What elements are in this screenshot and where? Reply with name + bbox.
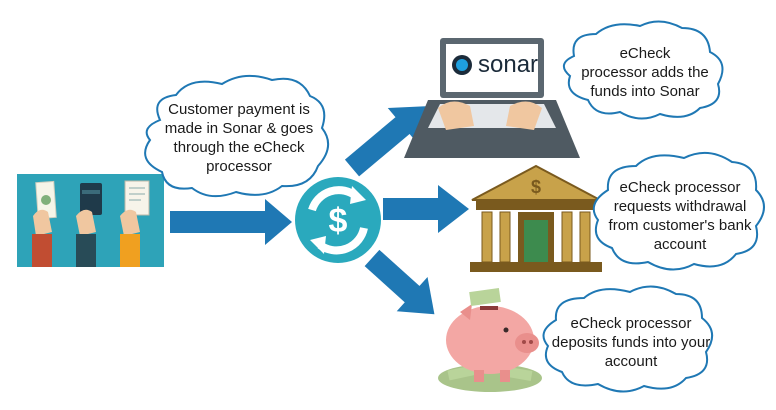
text-line: account — [604, 353, 658, 370]
arrow-to-processor — [170, 199, 292, 245]
sonar-funds-cloud — [563, 20, 724, 120]
arrow-to-bank — [383, 185, 469, 233]
text-line: requests withdrawal — [613, 198, 747, 215]
text-line: processor — [206, 158, 272, 175]
deposit-cloud — [542, 285, 713, 393]
text-line: eCheck — [619, 45, 671, 62]
customer-payment-cloud — [144, 74, 329, 198]
text-line: processor adds the — [581, 64, 709, 81]
text-line: through the eCheck — [173, 139, 305, 156]
bank-withdrawal-text: eCheck processor requests withdrawal fro… — [600, 178, 760, 254]
bank-icon — [470, 164, 602, 272]
deposit-text: eCheck processor deposits funds into you… — [544, 314, 718, 371]
text-line: Customer payment is — [168, 101, 310, 118]
text-line: eCheck processor — [619, 179, 741, 196]
text-line: funds into Sonar — [590, 83, 700, 100]
laptop-screen-brand: sonar — [478, 51, 539, 78]
text-line: eCheck processor — [570, 315, 692, 332]
payment-hands-icon — [17, 174, 164, 267]
laptop-icon — [404, 38, 580, 158]
arrow-to-account — [364, 249, 435, 315]
svg-text:$: $ — [329, 202, 348, 240]
dollar-cycle-icon: $ — [295, 177, 381, 263]
text-line: account — [653, 236, 707, 253]
text-line: made in Sonar & goes — [164, 120, 314, 137]
piggy-bank-icon — [438, 287, 542, 392]
bank-dollar-symbol: $ — [530, 177, 541, 197]
bank-withdrawal-cloud — [592, 151, 765, 271]
text-line: from customer's bank — [608, 217, 752, 234]
sonar-funds-text: eCheck processor adds the funds into Son… — [572, 44, 718, 101]
text-line: deposits funds into your — [551, 334, 711, 351]
customer-payment-text: Customer payment is made in Sonar & goes… — [156, 100, 322, 176]
